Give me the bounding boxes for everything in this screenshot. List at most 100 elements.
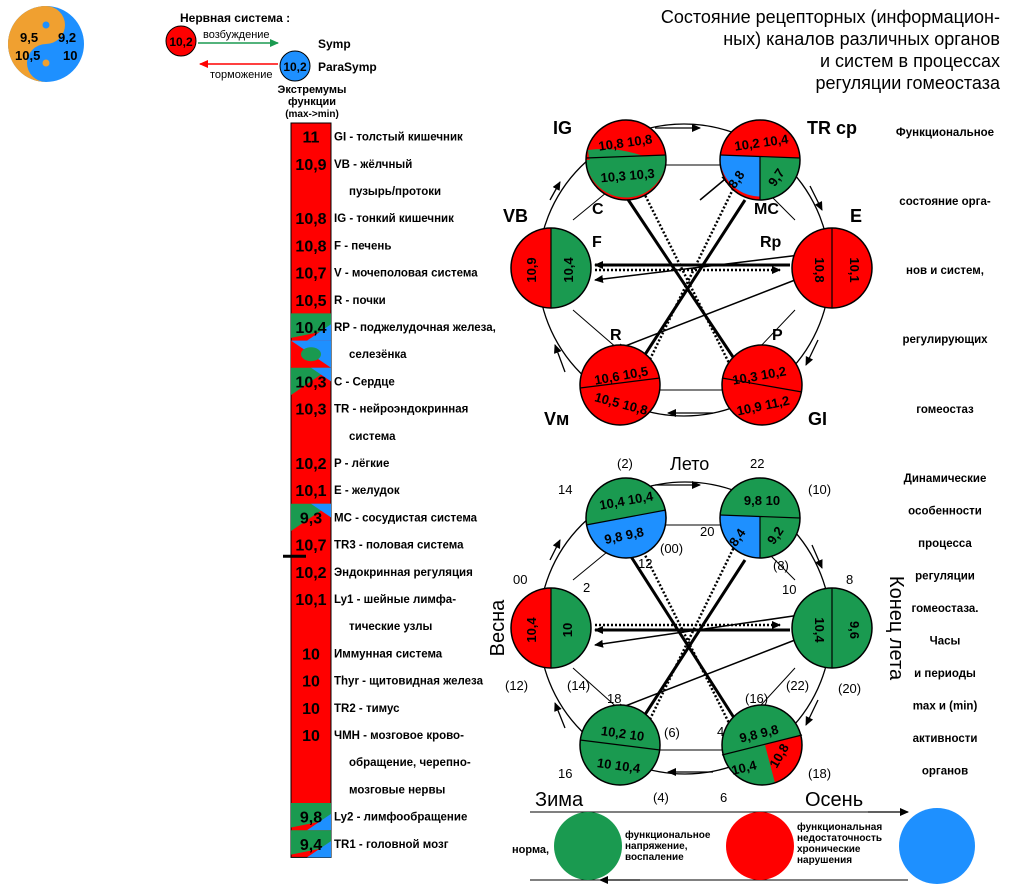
list-label: RP - поджелудочная железа, xyxy=(334,322,496,334)
list-row: 10,1 Ly1 - шейные лимфа- xyxy=(295,592,456,609)
list-label: TR3 - половая система xyxy=(334,540,464,552)
list-value: 10 xyxy=(302,646,320,663)
list-row: 10,2 P - лёгкие xyxy=(295,456,389,473)
list-row: система xyxy=(349,431,396,443)
side-lower-line: особенности xyxy=(908,506,982,518)
yinyang-v4: 10 xyxy=(63,48,77,63)
season-winter: Зима xyxy=(535,789,584,811)
svg-text:(10): (10) xyxy=(808,482,831,497)
list-value: 10,3 xyxy=(295,374,326,391)
page-title: Состояние рецепторных (информацион- ных)… xyxy=(660,7,1000,93)
node-spring xyxy=(510,587,592,669)
list-label: система xyxy=(349,431,396,443)
svg-text:(2): (2) xyxy=(617,456,633,471)
svg-text:(14): (14) xyxy=(567,678,590,693)
lower-diagram: 10,4 10,4 9,8 9,8 9,8 10 8,4 9,2 10,4 10… xyxy=(487,454,907,811)
ig-bottom-value: 10,3 10,3 xyxy=(600,166,655,186)
nervous-system-legend: Нервная система : 10,2 возбуждение Symp … xyxy=(165,11,377,82)
node-summer-right xyxy=(719,477,801,559)
label-tr: TR ср xyxy=(807,118,857,138)
svg-text:(16): (16) xyxy=(745,691,768,706)
symp-value: 10,2 xyxy=(169,35,193,49)
list-label: F - печень xyxy=(334,240,391,252)
season-spring: Весна xyxy=(487,599,509,657)
node-late-summer xyxy=(791,587,873,669)
svg-text:напряжение,: напряжение, xyxy=(625,841,688,852)
rp-value: 10,8 xyxy=(812,257,827,282)
yinyang-v3: 10,5 xyxy=(15,48,40,63)
list-label: TR1 - головной мозг xyxy=(334,839,449,851)
list-label: Ly1 - шейные лимфа- xyxy=(334,594,456,606)
svg-text:18: 18 xyxy=(607,691,621,706)
label-vm: Vм xyxy=(544,409,569,429)
season-summer: Лето xyxy=(670,454,709,474)
list-label: ЧМН - мозговое крово- xyxy=(334,730,464,742)
svg-text:(22): (22) xyxy=(786,678,809,693)
list-label: обращение, черепно- xyxy=(349,757,471,769)
season-late-summer: Конец лета xyxy=(885,576,907,681)
list-label: V - мочеполовая система xyxy=(334,268,478,280)
side-lower-line: max и (min) xyxy=(913,701,978,713)
list-label: MC - сосудистая система xyxy=(334,512,478,524)
ig-top-value: 10,8 10,8 xyxy=(597,131,653,153)
side-lower-line: регуляции xyxy=(915,571,975,583)
svg-text:22: 22 xyxy=(750,456,764,471)
legend-norm: норма, xyxy=(512,844,549,856)
list-value: 10,1 xyxy=(295,592,326,609)
inhibition-label: торможение xyxy=(210,69,273,81)
list-row: селезёнка xyxy=(291,340,407,368)
list-label: пузырь/протоки xyxy=(349,186,441,198)
svg-text:хронические: хронические xyxy=(797,844,861,855)
label-mc: MC xyxy=(754,201,779,218)
side-lower-line: процесса xyxy=(918,538,972,550)
list-value: 11 xyxy=(303,130,320,147)
list-value: 10,5 xyxy=(295,293,326,310)
list-label: тические узлы xyxy=(349,621,433,633)
side-upper-line: регулирующих xyxy=(902,334,988,346)
label-ig: IG xyxy=(553,118,572,138)
svg-text:6: 6 xyxy=(720,790,727,805)
svg-text:функциональная: функциональная xyxy=(797,821,882,833)
svg-text:10: 10 xyxy=(782,582,796,597)
list-value: 10,1 xyxy=(295,483,326,500)
list-row: 10,5 R - почки xyxy=(295,293,385,310)
svg-text:нарушения: нарушения xyxy=(797,855,852,866)
spring-right: 10 xyxy=(560,623,575,637)
list-value: 9,3 xyxy=(300,510,322,527)
list-row: мозговые нервы xyxy=(349,784,446,796)
list-row: 10,7 TR3 - половая система xyxy=(295,538,464,555)
list-label: Thyr - щитовидная железа xyxy=(334,676,484,688)
list-label: P - лёгкие xyxy=(334,458,389,470)
f-value: 10,4 xyxy=(561,257,576,283)
list-value: 10 xyxy=(302,701,320,718)
autumn-bl: 10,4 xyxy=(730,757,759,778)
list-value: 10,7 xyxy=(295,538,326,555)
svg-text:(8): (8) xyxy=(773,558,789,573)
list-label: Ly2 - лимфообращение xyxy=(334,812,467,824)
list-label: TR - нейроэндокринная xyxy=(334,404,468,416)
label-rp: Rp xyxy=(760,234,782,251)
svg-text:воспаление: воспаление xyxy=(625,852,684,863)
list-label: R - почки xyxy=(334,295,386,307)
svg-text:2: 2 xyxy=(583,580,590,595)
list-row: 9,3 MC - сосудистая система xyxy=(291,503,478,531)
node-tr xyxy=(719,119,801,201)
svg-text:00: 00 xyxy=(513,572,527,587)
extremes-label: Экстремумы функции (max->min) xyxy=(278,84,347,120)
label-gi: GI xyxy=(808,409,827,429)
list-value: 10,2 xyxy=(295,456,326,473)
svg-text:12: 12 xyxy=(638,556,652,571)
list-label: VB - жёлчный xyxy=(334,159,412,171)
